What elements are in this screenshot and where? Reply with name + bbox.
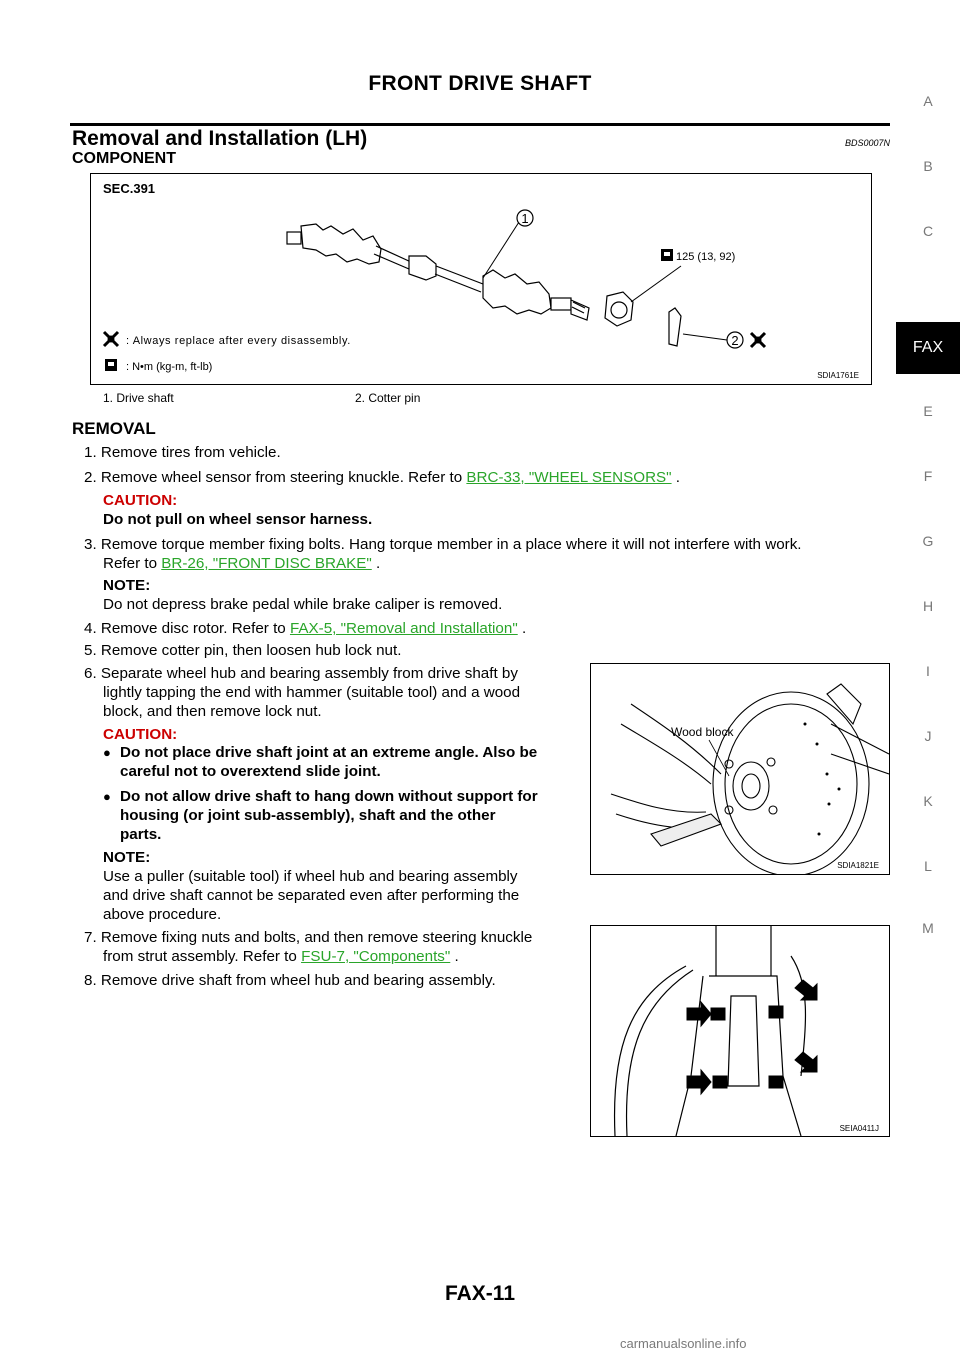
step-8: 8. Remove drive shaft from wheel hub and…: [84, 972, 496, 989]
bullet-icon: ●: [103, 789, 111, 804]
removal-heading: REMOVAL: [72, 419, 156, 438]
legend-drive-shaft: 1. Drive shaft: [103, 391, 174, 405]
step-3-line2: Refer to BR-26, "FRONT DISC BRAKE" .: [103, 555, 381, 572]
step-6-note-line3: above procedure.: [103, 906, 222, 923]
index-e[interactable]: E: [923, 403, 933, 419]
figure-code: SDIA1761E: [817, 371, 859, 380]
step-6-bullet2-line3: parts.: [120, 826, 162, 843]
legend-torque: : N•m (kg-m, ft-lb): [126, 361, 212, 373]
index-b[interactable]: B: [923, 158, 933, 174]
step-4: 4. Remove disc rotor. Refer to FAX-5, "R…: [84, 620, 527, 637]
index-k[interactable]: K: [923, 793, 933, 809]
step-6-note-line2: and drive shaft cannot be separated even…: [103, 887, 520, 904]
link-fsu-7[interactable]: FSU-7, "Components": [301, 948, 451, 965]
step-6-line2: lightly tapping the end with hammer (sui…: [103, 684, 521, 701]
step-7-line1: 7. Remove fixing nuts and bolts, and the…: [84, 929, 533, 946]
legend-replace: : Always replace after every disassembly…: [126, 335, 351, 347]
index-g[interactable]: G: [922, 533, 934, 549]
title-rule: [70, 123, 890, 126]
index-c[interactable]: C: [922, 223, 934, 239]
strut-bolts-illustration: SEIA0411J: [613, 926, 879, 1136]
index-h[interactable]: H: [922, 598, 934, 614]
page-number: FAX-11: [444, 1282, 516, 1305]
step-6-bullet2-line1: Do not allow drive shaft to hang down wi…: [120, 788, 538, 805]
step-6-note-line1: Use a puller (suitable tool) if wheel hu…: [103, 868, 518, 885]
page-title: FRONT DRIVE SHAFT: [368, 72, 592, 95]
step-6-line1: 6. Separate wheel hub and bearing assemb…: [84, 665, 518, 682]
wood-block-label: Wood block: [671, 725, 734, 739]
step-3-note-label: NOTE:: [103, 577, 151, 594]
section-code: BDS0007N: [844, 138, 890, 148]
watermark: carmanualsonline.info: [620, 1336, 747, 1351]
step-3-note-text: Do not depress brake pedal while brake c…: [103, 596, 503, 613]
torque-spec: 125 (13, 92): [676, 251, 735, 263]
step-6-bullet1-line1: Do not place drive shaft joint at an ext…: [120, 744, 538, 761]
step-6-note-label: NOTE:: [103, 849, 151, 866]
step-2-caution-text: Do not pull on wheel sensor harness.: [103, 511, 373, 528]
index-fax-active[interactable]: FAX: [896, 322, 960, 374]
hammer-figure: Wood block SDIA1821E: [590, 663, 890, 875]
step-6-line3: block, and then remove lock nut.: [103, 703, 322, 720]
step-3-line1: 3. Remove torque member fixing bolts. Ha…: [84, 536, 802, 553]
section-title: Removal and Installation (LH): [72, 127, 368, 150]
step-7-line2: from strut assembly. Refer to FSU-7, "Co…: [103, 948, 459, 965]
index-f[interactable]: F: [923, 468, 933, 484]
step-6-bullet2-line2: housing (or joint sub-assembly), shaft a…: [120, 807, 496, 824]
component-heading: COMPONENT: [72, 150, 176, 167]
index-j[interactable]: J: [924, 728, 932, 744]
figure-code: SEIA0411J: [840, 1124, 879, 1133]
index-i[interactable]: I: [926, 663, 930, 679]
index-l[interactable]: L: [924, 858, 932, 874]
replace-legend-icon: [102, 330, 120, 348]
step-6-bullet1-line2: careful not to overextend slide joint.: [120, 763, 381, 780]
component-figure: SEC.391 1 125 (13, 92): [90, 173, 872, 385]
knuckle-figure: SEIA0411J: [590, 925, 890, 1137]
link-br-26[interactable]: BR-26, "FRONT DISC BRAKE": [161, 555, 372, 572]
legend-cotter-pin: 2. Cotter pin: [355, 391, 421, 405]
drive-shaft-diagram: SEC.391 1 125 (13, 92): [102, 181, 859, 380]
replace-icon: [749, 331, 767, 349]
step-5: 5. Remove cotter pin, then loosen hub lo…: [84, 642, 402, 659]
step-6-caution-label: CAUTION:: [103, 726, 178, 743]
section-index-sidebar: A B C FAX E F G H I J K L M: [896, 0, 960, 1358]
torque-legend-icon: [105, 359, 117, 371]
callout-1: 1: [521, 211, 528, 226]
step-2-caution-label: CAUTION:: [103, 492, 178, 509]
index-m[interactable]: M: [922, 920, 934, 936]
bullet-icon: ●: [103, 745, 111, 760]
link-fax-5[interactable]: FAX-5, "Removal and Installation": [289, 620, 518, 637]
figure-code: SDIA1821E: [837, 861, 879, 870]
hub-tapping-illustration: Wood block SDIA1821E: [610, 683, 889, 874]
callout-2: 2: [731, 333, 738, 348]
sec-label: SEC.391: [103, 181, 155, 196]
index-a[interactable]: A: [923, 93, 933, 109]
link-brc-33[interactable]: BRC-33, "WHEEL SENSORS": [466, 469, 672, 486]
step-1: 1. Remove tires from vehicle.: [84, 444, 281, 461]
step-2: 2. Remove wheel sensor from steering knu…: [84, 469, 681, 486]
